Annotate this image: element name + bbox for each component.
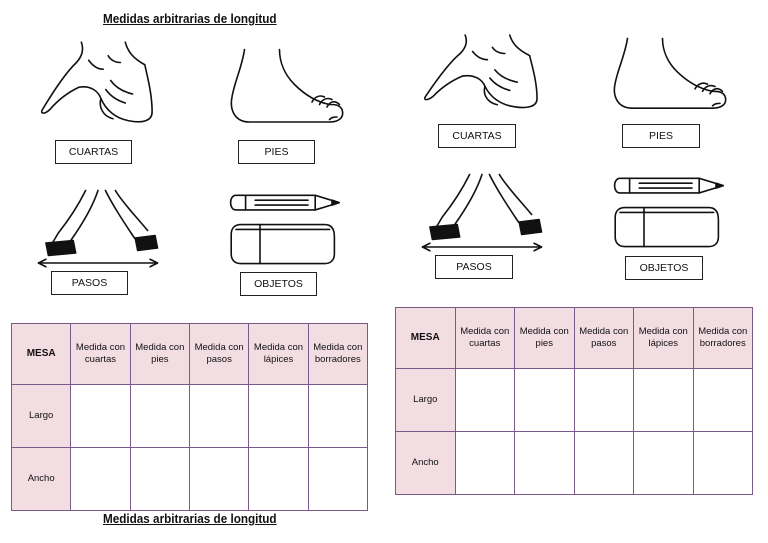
row-label-largo: Largo [395, 368, 456, 432]
label-pasos: PASOS [435, 255, 513, 279]
header-medida-pies: Medida con pies [514, 307, 575, 369]
input-cell[interactable] [573, 368, 634, 432]
measurement-table-left: MESA Medida con cuartas Medida con pies … [10, 323, 369, 511]
walking-steps-illustration [420, 172, 544, 252]
input-cell[interactable] [514, 368, 575, 432]
input-cell[interactable] [129, 384, 190, 448]
input-cell[interactable] [514, 431, 575, 495]
header-medida-cuartas: Medida con cuartas [454, 307, 515, 369]
input-cell[interactable] [454, 431, 515, 495]
input-cell[interactable] [188, 447, 250, 511]
label-objetos: OBJETOS [240, 272, 317, 296]
walking-steps-illustration [36, 188, 160, 268]
label-cuartas: CUARTAS [438, 124, 516, 148]
label-objetos: OBJETOS [625, 256, 703, 280]
label-pies: PIES [238, 140, 315, 164]
row-label-ancho: Ancho [10, 447, 72, 511]
input-cell[interactable] [307, 447, 369, 511]
input-cell[interactable] [129, 447, 190, 511]
input-cell[interactable] [70, 447, 131, 511]
header-medida-lapices: Medida con lápices [633, 307, 694, 369]
worksheet-title-bottom: Medidas arbitrarias de longitud [103, 511, 277, 526]
measurement-table-right: MESA Medida con cuartas Medida con pies … [395, 307, 753, 495]
label-cuartas: CUARTAS [55, 140, 132, 164]
foot-illustration [605, 36, 730, 113]
hand-span-illustration [418, 33, 542, 115]
header-medida-lapices: Medida con lápices [248, 323, 309, 385]
input-cell[interactable] [692, 431, 753, 495]
header-medida-pasos: Medida con pasos [573, 307, 634, 369]
pencil-eraser-illustration [608, 171, 728, 249]
header-medida-pasos: Medida con pasos [188, 323, 250, 385]
hand-span-illustration [35, 40, 157, 130]
label-pasos: PASOS [51, 271, 128, 295]
input-cell[interactable] [248, 447, 309, 511]
input-cell[interactable] [70, 384, 131, 448]
input-cell[interactable] [307, 384, 369, 448]
header-mesa: MESA [395, 307, 456, 369]
input-cell[interactable] [573, 431, 634, 495]
foot-illustration [222, 47, 347, 127]
header-medida-cuartas: Medida con cuartas [70, 323, 131, 385]
input-cell[interactable] [692, 368, 753, 432]
header-medida-borradores: Medida con borradores [307, 323, 369, 385]
input-cell[interactable] [633, 431, 694, 495]
header-medida-pies: Medida con pies [129, 323, 190, 385]
header-mesa: MESA [10, 323, 72, 385]
pencil-eraser-illustration [224, 188, 344, 266]
label-pies: PIES [622, 124, 700, 148]
input-cell[interactable] [633, 368, 694, 432]
row-label-largo: Largo [10, 384, 72, 448]
header-medida-borradores: Medida con borradores [692, 307, 753, 369]
worksheet-title-top: Medidas arbitrarias de longitud [103, 11, 277, 26]
row-label-ancho: Ancho [395, 431, 456, 495]
input-cell[interactable] [454, 368, 515, 432]
input-cell[interactable] [188, 384, 250, 448]
input-cell[interactable] [248, 384, 309, 448]
